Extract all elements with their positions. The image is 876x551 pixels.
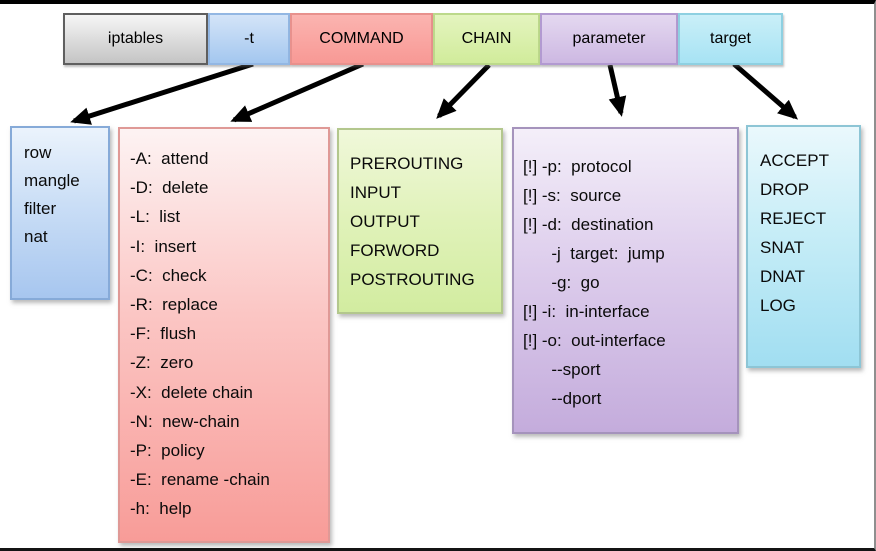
command-item: -L: list [130, 207, 181, 227]
arrow-target-to-targets [732, 62, 799, 120]
parameter-item: -g: go [523, 273, 600, 292]
topbox-command: COMMAND [290, 13, 433, 65]
command-item: -D: delete [130, 178, 209, 198]
chain-item: PREROUTING [350, 154, 464, 173]
chains-box: PREROUTING INPUT OUTPUT FORWORD POSTROUT… [337, 128, 503, 314]
command-item: -I: insert [130, 236, 197, 256]
topbox-t-flag-label: -t [244, 30, 254, 47]
parameter-item: --dport [523, 389, 602, 408]
parameter-item: [!] -i: in-interface [523, 302, 650, 321]
arrow-command-to-commands [230, 61, 364, 123]
command-item: -h: help [130, 499, 192, 519]
parameter-item: --sport [523, 360, 601, 379]
topbox-parameter: parameter [540, 13, 678, 65]
target-item: ACCEPT [760, 151, 829, 170]
target-item: REJECT [760, 209, 827, 228]
command-item: -E: rename -chain [130, 470, 270, 490]
arrow-t-to-tables [70, 61, 254, 125]
target-item: SNAT [760, 238, 805, 257]
commands-box: -A: attend -D: delete -L: list -I: inser… [118, 127, 330, 543]
chain-item: FORWORD [350, 241, 440, 260]
parameter-item: [!] -p: protocol [523, 157, 632, 176]
command-item: -X: delete chain [130, 382, 253, 402]
topbox-target-label: target [710, 30, 751, 47]
command-item: -F: flush [130, 324, 197, 344]
parameter-item: [!] -d: destination [523, 215, 654, 234]
parameter-item: -j target: jump [523, 244, 665, 263]
topbox-t-flag: -t [208, 13, 290, 65]
topbox-iptables: iptables [63, 13, 208, 65]
topbox-chain-label: CHAIN [461, 30, 512, 47]
command-item: -P: policy [130, 441, 205, 461]
topbox-chain: CHAIN [433, 13, 540, 65]
command-item: -N: new-chain [130, 411, 240, 431]
command-item: -R: replace [130, 295, 218, 315]
table-item: nat [24, 227, 48, 246]
command-item: -A: attend [130, 149, 209, 168]
topbox-iptables-label: iptables [107, 30, 164, 47]
arrow-chain-to-chains [436, 63, 491, 119]
targets-box: ACCEPT DROP REJECT SNAT DNAT LOG [746, 125, 861, 368]
parameter-item: [!] -o: out-interface [523, 331, 666, 350]
topbox-command-label: COMMAND [319, 30, 404, 47]
arrow-parameter-to-params [607, 64, 627, 117]
table-item: row [24, 143, 52, 162]
table-item: mangle [24, 171, 80, 190]
command-item: -C: check [130, 265, 207, 285]
chain-item: INPUT [350, 183, 401, 202]
table-item: filter [24, 199, 57, 218]
topbox-parameter-label: parameter [572, 30, 646, 47]
topbox-target: target [678, 13, 783, 65]
target-item: DROP [760, 180, 810, 199]
chain-item: OUTPUT [350, 212, 420, 231]
chain-item: POSTROUTING [350, 270, 475, 289]
target-item: DNAT [760, 267, 806, 286]
parameter-item: [!] -s: source [523, 186, 622, 205]
command-item: -Z: zero [130, 353, 194, 373]
target-item: LOG [760, 296, 796, 315]
tables-box: row mangle filter nat [10, 126, 110, 300]
parameters-box: [!] -p: protocol [!] -s: source [!] -d: … [512, 127, 739, 434]
